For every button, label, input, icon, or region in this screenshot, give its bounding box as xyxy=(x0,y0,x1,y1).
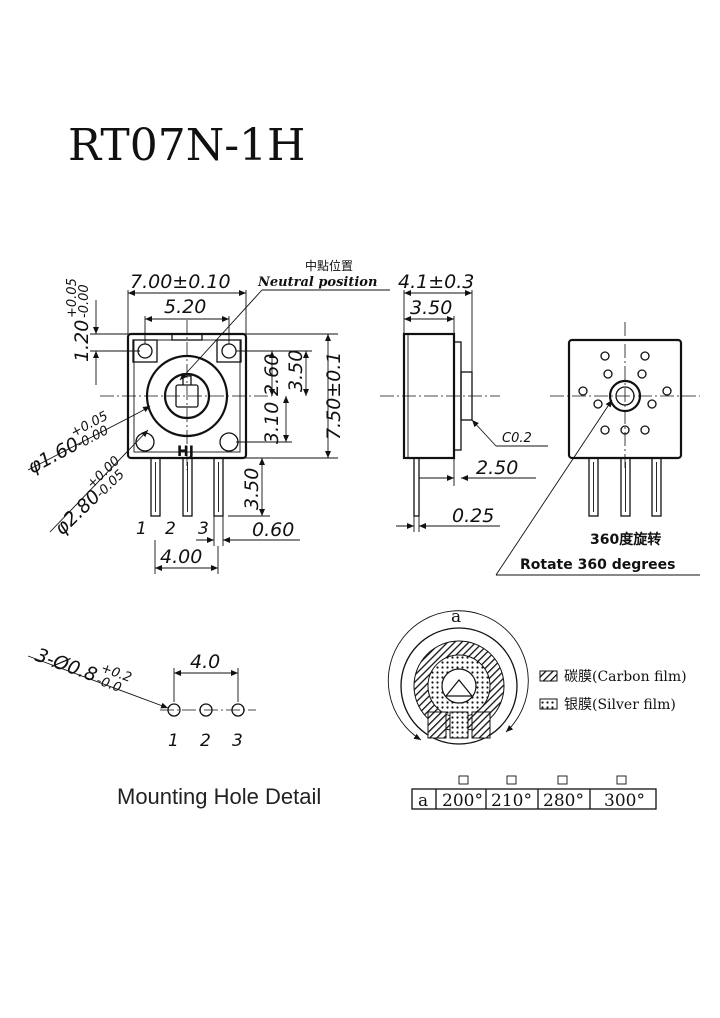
carbon-swatch xyxy=(539,670,558,682)
dim-7-50: 7.50±0.1 xyxy=(323,352,345,440)
front-view: HJ 1 2 3 7.00±0.10 5.20 1.20 xyxy=(24,258,390,574)
front-pins xyxy=(150,457,224,517)
dim-hole-small: φ1.60 xyxy=(24,433,83,478)
track-outline xyxy=(400,627,518,745)
dim-hole-spacing: 5.20 xyxy=(164,296,206,318)
table-value-4: 300° xyxy=(604,791,645,811)
silver-swatch xyxy=(539,698,558,710)
dim-3-50-right: 3.50 xyxy=(285,350,307,392)
dim-width: 7.00±0.10 xyxy=(130,271,231,293)
hole-top-right xyxy=(221,343,237,359)
table-value-2: 210° xyxy=(491,791,532,811)
dim-mount-holes-group: 3-Ø0.8 +0.2 -0.0 xyxy=(32,644,133,696)
part-title: RT07N-1H xyxy=(68,120,305,171)
dim-mount-holes: 3-Ø0.8 xyxy=(32,644,100,687)
dim-3-10: 3.10 xyxy=(261,402,283,444)
rotate-label-en: Rotate 360 degrees xyxy=(520,557,675,573)
body-marking: HJ xyxy=(177,444,194,460)
rear-holes xyxy=(578,351,672,435)
dim-mount-spacing: 4.0 xyxy=(190,651,220,673)
silver-legend: 银膜(Silver film) xyxy=(564,697,676,713)
hole-bottom-right xyxy=(219,432,239,452)
table-value-3: 280° xyxy=(543,791,584,811)
side-pin xyxy=(413,457,420,517)
hole-top-left xyxy=(137,343,153,359)
front-pin-label-2: 2 xyxy=(165,519,176,539)
table-value-1: 200° xyxy=(442,791,483,811)
rear-shaft xyxy=(608,379,642,413)
mount-pin-label-2: 2 xyxy=(200,731,211,751)
mount-pin-label-3: 3 xyxy=(232,731,243,751)
dim-depth: 4.1±0.3 xyxy=(398,271,474,293)
mount-hole-1 xyxy=(167,703,181,717)
front-pin-label-1: 1 xyxy=(136,519,147,539)
dim-pin-spacing: 4.00 xyxy=(160,546,202,568)
front-pin-label-3: 3 xyxy=(198,519,209,539)
neutral-label-en: Neutral position xyxy=(257,275,377,290)
side-view: 4.1±0.3 3.50 C0.2 2.50 0.25 xyxy=(380,271,548,532)
dim-top-offset-group: 1.20 +0.05 -0.00 xyxy=(65,278,93,362)
dim-top-tol-plus: +0.05 xyxy=(65,278,80,318)
dim-pin-length: 3.50 xyxy=(241,468,263,510)
rear-view: 360度旋转 Rotate 360 degrees xyxy=(495,322,700,576)
dim-pin-width: 0.60 xyxy=(252,519,294,541)
dim-hole-large-group: φ2.80 +0.00 -0.05 xyxy=(50,454,128,540)
table-header: a xyxy=(418,791,428,811)
dim-0-25: 0.25 xyxy=(452,505,494,527)
dim-2-60: 2.60 xyxy=(261,354,283,396)
mount-hole-3 xyxy=(231,703,245,717)
angle-arc xyxy=(387,610,529,741)
rear-pins xyxy=(588,457,662,517)
neutral-label-cn: 中點位置 xyxy=(305,258,353,273)
dim-top-tol-minus: -0.00 xyxy=(77,284,92,318)
angle-table: a 200° 210° 280° 300° xyxy=(411,775,657,811)
mount-pin-label-1: 1 xyxy=(168,731,179,751)
mounting-hole-detail: 3-Ø0.8 +0.2 -0.0 4.0 1 2 3 Mounting Hole… xyxy=(27,644,321,809)
track-angle-label: a xyxy=(451,607,461,627)
rotate-label-cn: 360度旋转 xyxy=(590,531,661,548)
dim-2-50: 2.50 xyxy=(476,457,518,479)
carbon-legend: 碳膜(Carbon film) xyxy=(564,669,687,685)
dim-top-offset: 1.20 xyxy=(71,320,93,362)
track-diagram: a 碳膜(Carbon film) 银膜(Silver film) xyxy=(387,607,687,745)
dim-body: 3.50 xyxy=(410,297,452,319)
hole-bottom-left xyxy=(135,432,155,452)
mount-hole-2 xyxy=(199,703,213,717)
mounting-caption: Mounting Hole Detail xyxy=(117,784,321,809)
dim-chamfer: C0.2 xyxy=(502,431,532,446)
